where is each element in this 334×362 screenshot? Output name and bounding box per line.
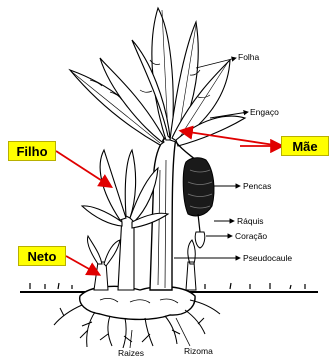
callout-filho: Filho xyxy=(8,141,56,161)
mother-leaves xyxy=(70,8,245,146)
label-raquis: Ráquis xyxy=(237,216,263,226)
grandson-plant xyxy=(87,236,120,290)
label-rizoma: Rizoma xyxy=(184,346,213,356)
callout-mae: Mãe xyxy=(281,136,329,156)
label-raizes: Raizes xyxy=(118,348,144,358)
label-pseudocaule: Pseudocaule xyxy=(243,253,292,263)
mother-pseudostem xyxy=(150,135,176,290)
callout-neto: Neto xyxy=(18,246,66,266)
small-sucker xyxy=(186,240,196,290)
arrow-neto xyxy=(66,256,98,274)
label-coracao: Coração xyxy=(235,231,267,241)
fruit-bunch xyxy=(176,142,214,248)
label-folha: Folha xyxy=(238,52,260,62)
label-engaco: Engaço xyxy=(250,107,279,117)
label-pencas: Pencas xyxy=(243,181,271,191)
